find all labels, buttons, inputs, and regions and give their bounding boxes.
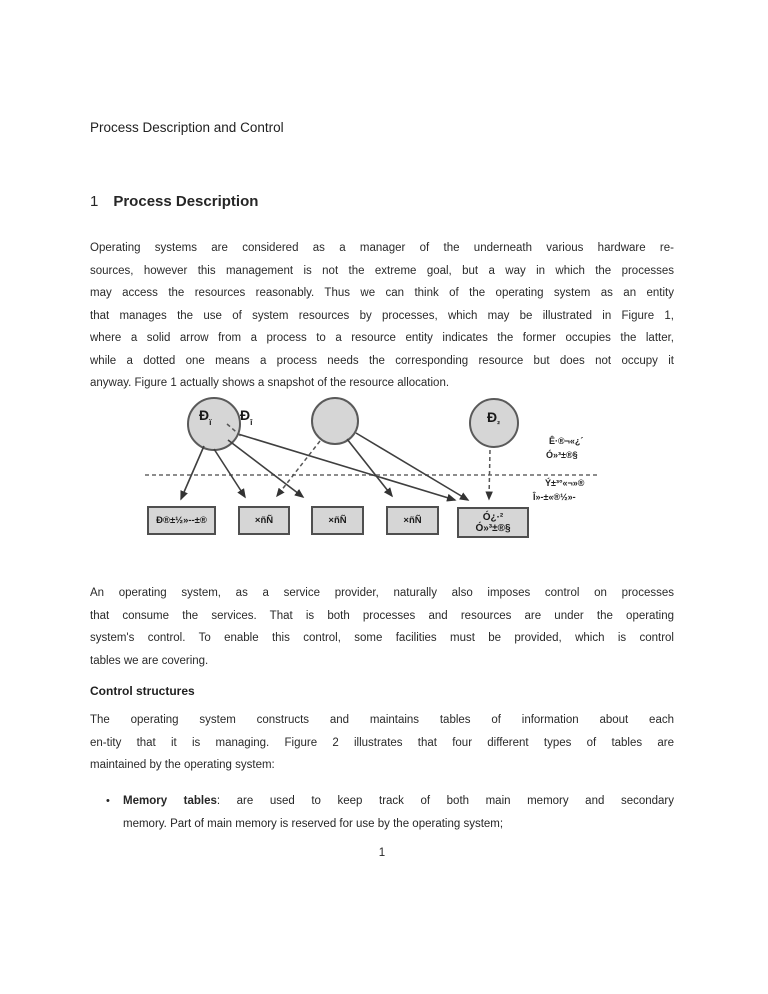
bullet-line1-rest: : are used to keep track of both main me… bbox=[216, 795, 674, 807]
section-heading: 1 Process Description bbox=[90, 193, 258, 210]
bullet-line: Memory tables: are used to keep track of… bbox=[123, 790, 674, 813]
process-circle-pn bbox=[469, 398, 519, 448]
paragraph-line: that manages the use of system resources… bbox=[90, 309, 674, 322]
paragraph-2: An operating system, as a service provid… bbox=[90, 582, 674, 672]
control-structures-heading: Control structures bbox=[90, 684, 195, 698]
arrow-p2-mainmemory bbox=[355, 432, 470, 501]
process-circles bbox=[187, 397, 519, 451]
arrow-pn-mainmemory-dashed bbox=[485, 449, 493, 501]
section-number: 1 bbox=[90, 193, 99, 210]
process-p2-letter: Ð bbox=[240, 407, 251, 423]
arrow-p2-io3 bbox=[346, 438, 393, 498]
paragraph-line: may access the resources reasonably. Thu… bbox=[90, 287, 674, 299]
paragraph-line: where a solid arrow from a process to a … bbox=[90, 332, 674, 344]
process-p1-letter: Ð bbox=[199, 407, 210, 423]
resource-box-mainmemory-label-1: Ó¿·² bbox=[482, 511, 504, 523]
resources-label: Î»-±«®½»- bbox=[533, 492, 576, 502]
process-p1-label: Ðï bbox=[199, 408, 212, 429]
paragraph-line: while a dotted one means a process needs… bbox=[90, 354, 674, 367]
resource-box-processor-label: Ð®±½»--±® bbox=[156, 515, 207, 526]
process-pn-label: Ð² bbox=[487, 410, 500, 431]
page-title: Process Description and Control bbox=[90, 120, 284, 135]
solid-allocation-arrows bbox=[180, 432, 470, 502]
resource-box-io2: ×ñÑ bbox=[311, 506, 364, 535]
section-name: Process Description bbox=[113, 193, 259, 210]
process-circle-p2 bbox=[311, 397, 359, 445]
process-p2-label: Ðî bbox=[240, 408, 253, 429]
resource-box-processor: Ð®±½»--±® bbox=[147, 506, 216, 535]
process-p2-subscript: î bbox=[250, 417, 253, 427]
arrow-p1-processor bbox=[180, 445, 205, 501]
resource-box-io2-label: ×ñÑ bbox=[328, 515, 347, 526]
process-pn-subscript: ² bbox=[497, 419, 500, 429]
paragraph-line: Operating systems are considered as a ma… bbox=[90, 242, 674, 254]
bullet-item-memory-tables: • Memory tables: are used to keep track … bbox=[103, 790, 674, 835]
paragraph-line: system's control. To enable this control… bbox=[90, 632, 674, 644]
paragraph-line: maintained by the operating system: bbox=[90, 759, 275, 771]
paragraph-line: that consume the services. That is both … bbox=[90, 609, 674, 622]
arrow-p1-io2 bbox=[227, 439, 305, 498]
paragraph-line: en-tity that it is managing. Figure 2 il… bbox=[90, 736, 674, 749]
dashed-request-arrows bbox=[226, 423, 493, 501]
figure-resource-allocation: Ðï Ðî Ð² Ð®±½»--±® ×ñÑ ×ñÑ ×ñÑ Ó¿·² Ó»³±… bbox=[0, 393, 768, 553]
paragraph-3: The operating system constructs and main… bbox=[90, 709, 674, 777]
paragraph-line: An operating system, as a service provid… bbox=[90, 587, 674, 599]
bullet-line: memory. Part of main memory is reserved … bbox=[123, 817, 504, 830]
bullet-term: Memory tables bbox=[123, 795, 217, 807]
memory-label: Ó»³±®§ bbox=[546, 450, 578, 460]
virtual-label: Ê·®¬«¿´ bbox=[549, 436, 584, 446]
paragraph-line: tables we are covering. bbox=[90, 654, 209, 667]
bullet-marker: • bbox=[106, 795, 110, 807]
paragraph-line: anyway. Figure 1 actually shows a snapsh… bbox=[90, 377, 450, 389]
arrow-p1-mainmemory bbox=[237, 433, 457, 502]
figure-arrows-svg bbox=[145, 397, 597, 502]
process-p1-subscript: ï bbox=[209, 417, 212, 427]
resource-box-io3-label: ×ñÑ bbox=[403, 515, 422, 526]
bullet-body: Memory tables: are used to keep track of… bbox=[123, 790, 674, 835]
arrow-p1-io1 bbox=[213, 448, 246, 499]
resource-box-io1: ×ñÑ bbox=[238, 506, 290, 535]
resource-box-mainmemory: Ó¿·² Ó»³±®§ bbox=[457, 507, 529, 538]
computer-label: Ý±³°«¬»® bbox=[545, 478, 585, 488]
process-pn-letter: Ð bbox=[487, 409, 498, 425]
arrow-p2-io1-dashed bbox=[276, 440, 321, 498]
page-number: 1 bbox=[378, 847, 386, 859]
resource-box-io3: ×ñÑ bbox=[386, 506, 439, 535]
resource-box-io1-label: ×ñÑ bbox=[254, 515, 274, 526]
paragraph-1: Operating systems are considered as a ma… bbox=[90, 237, 674, 395]
paragraph-line: The operating system constructs and main… bbox=[90, 714, 674, 726]
dashed-segment-p2-label bbox=[226, 423, 243, 438]
resource-box-mainmemory-label-2: Ó»³±®§ bbox=[475, 522, 511, 534]
paragraph-line: sources, however this management is not … bbox=[90, 264, 674, 277]
